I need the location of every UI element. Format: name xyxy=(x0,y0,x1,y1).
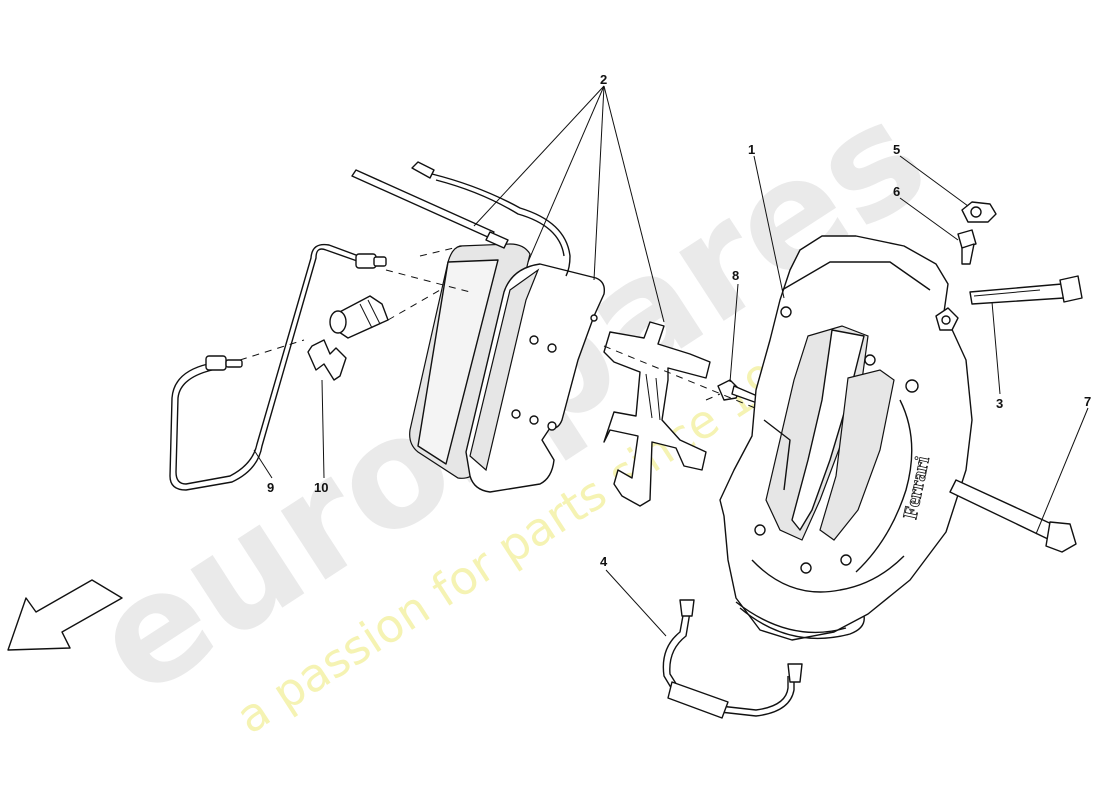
callout-7: 7 xyxy=(1084,394,1091,409)
callout-5: 5 xyxy=(893,142,900,157)
callout-2: 2 xyxy=(600,72,607,87)
arrow-left-down-icon xyxy=(7,579,123,651)
callout-labels: 1 2 3 4 5 6 7 8 9 10 xyxy=(267,72,1091,569)
part-4-brake-pipe xyxy=(662,599,803,719)
part-10-clip xyxy=(307,339,347,381)
callout-1: 1 xyxy=(748,142,755,157)
part-1-caliper: Ferrari xyxy=(719,235,973,641)
callout-10: 10 xyxy=(314,480,328,495)
part-6-bleed-nipple xyxy=(957,229,977,265)
callout-6: 6 xyxy=(893,184,900,199)
callout-4: 4 xyxy=(600,554,608,569)
callout-8: 8 xyxy=(732,268,739,283)
pad-sensor-probe xyxy=(351,161,571,277)
assembly-lines xyxy=(239,245,761,411)
part-2-brake-pads xyxy=(409,243,606,493)
part-3-bolt xyxy=(969,275,1083,305)
part-3-spring-plate xyxy=(603,321,711,507)
part-5-bleed-cap xyxy=(961,201,997,223)
callout-9: 9 xyxy=(267,480,274,495)
leader-lines xyxy=(253,85,1089,637)
callout-3: 3 xyxy=(996,396,1003,411)
part-9-sensor-wire xyxy=(169,243,389,491)
part-7-bolt xyxy=(949,479,1077,553)
